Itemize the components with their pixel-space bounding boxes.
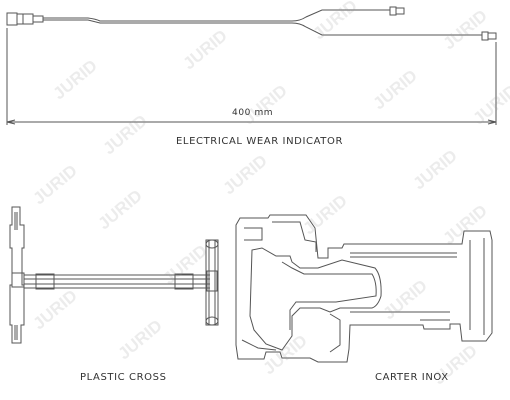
dimension-line [6,28,497,125]
dimension-label: 400 mm [232,108,274,118]
carter-inox-caption: CARTER INOX [375,372,449,383]
wear-indicator-drawing [6,6,497,41]
wear-indicator-caption: ELECTRICAL WEAR INDICATOR [176,136,343,147]
plastic-cross-caption: PLASTIC CROSS [80,372,167,383]
carter-inox-drawing [235,214,493,363]
plastic-cross-drawing [9,206,219,344]
